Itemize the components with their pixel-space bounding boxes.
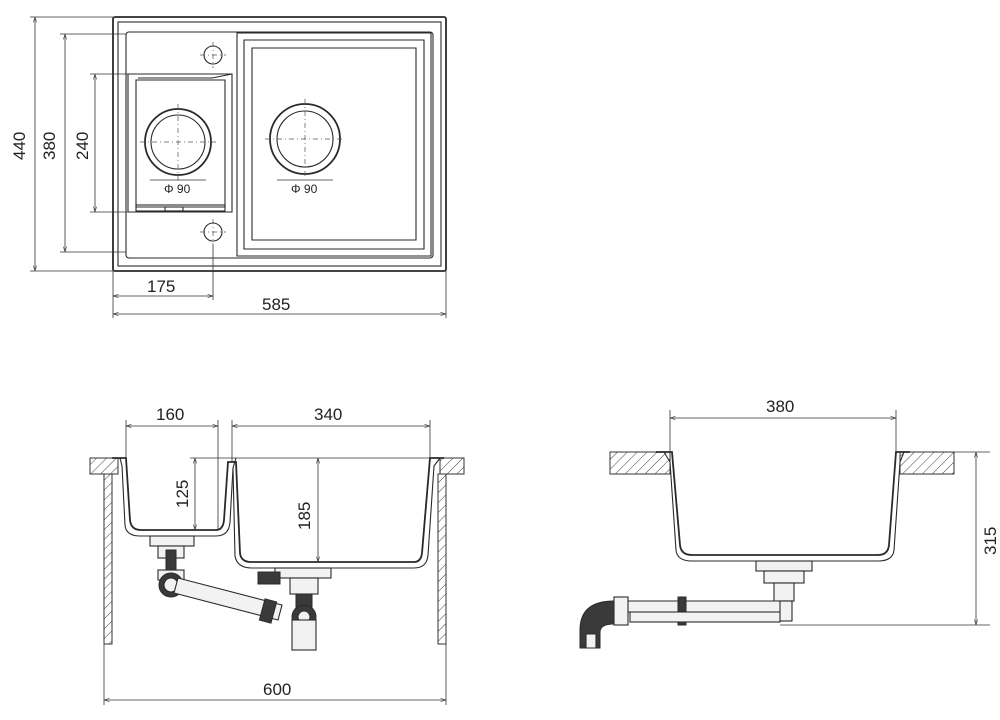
drain-large-label: Φ 90 (291, 182, 318, 196)
dim-185: 185 (295, 502, 314, 530)
dim-600: 600 (263, 680, 291, 699)
dim-585: 585 (262, 295, 290, 314)
dim-175: 175 (147, 277, 175, 296)
drain-small-label: Φ 90 (164, 182, 191, 196)
dim-240: 240 (73, 132, 92, 160)
dim-340: 340 (314, 405, 342, 424)
dim-440: 440 (10, 132, 29, 160)
dim-380-side: 380 (766, 397, 794, 416)
side-section: 380 315 (579, 397, 1000, 649)
dim-160: 160 (156, 405, 184, 424)
dim-380: 380 (40, 132, 59, 160)
dim-125: 125 (173, 480, 192, 508)
dim-315: 315 (981, 527, 1000, 555)
top-view: Φ 90 Φ 90 440 380 240 175 585 (10, 16, 447, 318)
front-section: 160 340 125 185 600 (89, 405, 465, 705)
